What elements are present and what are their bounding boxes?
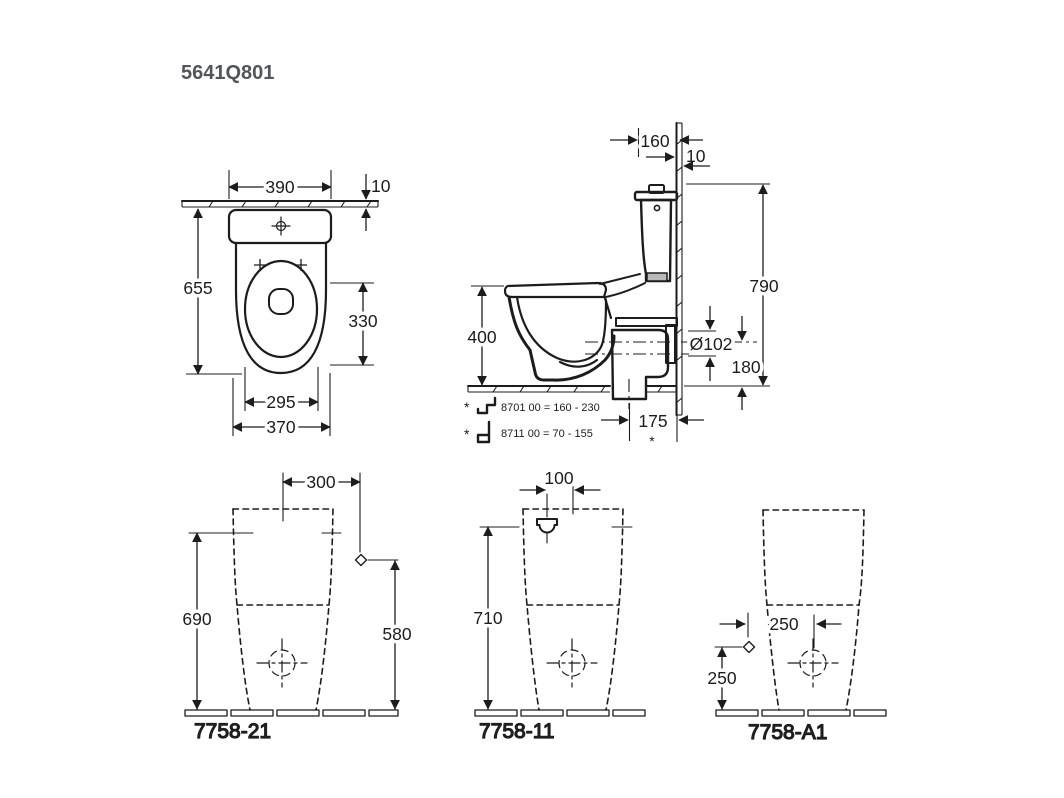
cistern-base	[646, 272, 668, 282]
water-inlet-icon	[536, 518, 558, 534]
svg-text:300: 300	[306, 472, 335, 492]
dim-580: 580	[379, 560, 415, 710]
svg-text:160: 160	[640, 131, 669, 151]
footnote-star: *	[649, 433, 655, 449]
cistern-side-view	[633, 184, 679, 283]
dim-790: 790	[684, 183, 782, 387]
outlet-pipe-1-icon	[476, 396, 497, 415]
outlet-variant-notes: * 8701 00 = 160 - 230 * 8711 00 = 70 - 1…	[464, 396, 600, 444]
seat-side-view	[503, 273, 646, 299]
floor-band	[715, 709, 887, 717]
dim-370: 370	[232, 373, 331, 441]
bowl-outline-top-view	[234, 241, 328, 375]
dim-655: 655	[180, 208, 242, 375]
variant-7758-21: 300 690 580 7758-21	[179, 469, 415, 744]
dim-100: 100	[519, 465, 601, 518]
variant-label: 7758-21	[194, 720, 271, 743]
dim-300: 300	[282, 469, 361, 553]
svg-text:Ø102: Ø102	[690, 334, 733, 354]
dim-390: 390	[228, 170, 332, 201]
svg-text:295: 295	[266, 392, 295, 412]
svg-text:175: 175	[638, 411, 667, 431]
note-1-star: *	[464, 399, 470, 415]
dim-outlet-diameter: Ø102	[686, 306, 736, 381]
svg-text:10: 10	[686, 146, 706, 166]
floor-band	[184, 709, 399, 717]
note-1-text: 8701 00 = 160 - 230	[501, 402, 600, 414]
outlet-assembly	[585, 317, 757, 409]
svg-text:390: 390	[265, 177, 294, 197]
note-2-text: 8711 00 = 70 - 155	[501, 428, 593, 440]
dim-690: 690	[179, 532, 342, 710]
floor-section-side-view	[467, 385, 677, 393]
flush-outlet-top-view	[268, 288, 294, 315]
svg-text:370: 370	[266, 417, 295, 437]
dim-160: 160	[610, 128, 703, 157]
product-code: 5641Q801	[181, 62, 274, 84]
svg-text:580: 580	[382, 624, 411, 644]
svg-text:690: 690	[182, 609, 211, 629]
fixing-hole	[653, 204, 661, 212]
seat-opening-top-view	[243, 259, 319, 359]
variant-label: 7758-11	[479, 720, 555, 743]
dim-10-side: 10	[646, 146, 710, 171]
outlet-pipe-2-icon	[476, 420, 491, 444]
svg-text:790: 790	[749, 276, 778, 296]
svg-text:655: 655	[183, 278, 212, 298]
svg-text:180: 180	[731, 357, 760, 377]
dim-180: 180	[728, 316, 764, 410]
dim-710: 710	[470, 526, 633, 710]
dim-330: 330	[330, 282, 381, 366]
wall-section-side-view	[675, 122, 683, 416]
dim-400: 400	[464, 285, 504, 386]
svg-text:100: 100	[544, 468, 573, 488]
svg-text:250: 250	[769, 614, 798, 634]
variant-7758-A1: 250 250 7758-A1	[704, 509, 887, 745]
top-view: 390 10 655 330 295	[180, 170, 391, 441]
outlet-mounting-plate	[615, 317, 678, 327]
dim-295: 295	[244, 367, 319, 416]
variant-label: 7758-A1	[748, 721, 827, 744]
outlet-elbow	[610, 328, 670, 401]
svg-text:400: 400	[467, 327, 496, 347]
svg-text:250: 250	[707, 668, 736, 688]
side-view: 160 10 790 400 Ø102	[464, 122, 782, 449]
svg-text:330: 330	[348, 311, 377, 331]
floor-band	[474, 709, 646, 717]
dim-250-vertical: 250	[704, 647, 740, 710]
fixing-hole-marks	[254, 259, 307, 271]
dim-10-top: 10	[361, 174, 391, 231]
note-2-star: *	[464, 426, 470, 442]
wall-section-top-view	[181, 200, 379, 208]
cistern-center-mark-icon	[271, 216, 291, 236]
svg-text:710: 710	[473, 608, 502, 628]
dim-250-horizontal: 250	[719, 611, 842, 649]
bowl-side-view	[507, 295, 616, 382]
variant-7758-11: 100 710 7758-11	[470, 465, 646, 744]
svg-text:10: 10	[371, 176, 391, 196]
dim-175: 175 *	[601, 403, 704, 449]
cistern-top-view	[227, 208, 333, 245]
